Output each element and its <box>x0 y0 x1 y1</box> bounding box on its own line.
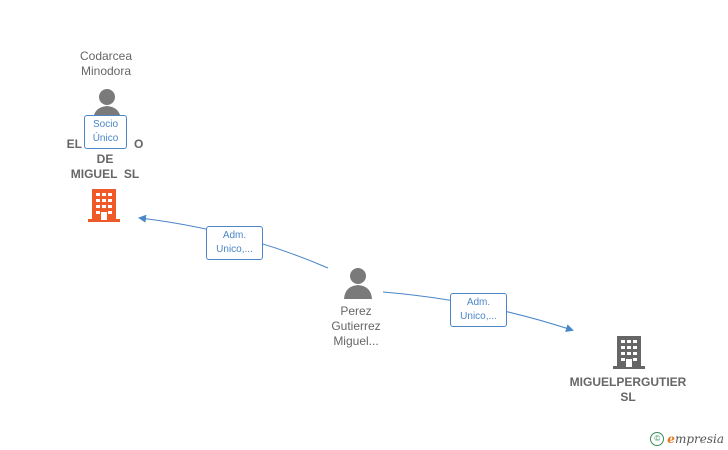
company-name-line3: MIGUEL SL <box>70 167 140 181</box>
edge-label-line1: Adm. <box>222 230 247 241</box>
edge-label-line2: Único <box>92 133 119 144</box>
building-icon[interactable] <box>613 335 645 369</box>
person-name-line3: Miguel... <box>333 334 379 348</box>
edge-label-socio-unico[interactable]: Socio Único <box>84 115 127 149</box>
person-name-line2: Minodora <box>80 64 132 78</box>
company-label-miguelpergutier: MIGUELPERGUTIER SL <box>558 375 698 405</box>
brand-watermark: © empresia <box>650 432 724 446</box>
person-name-line1: Codarcea <box>79 49 133 63</box>
person-label-codarcea: Codarcea Minodora <box>56 49 156 79</box>
edge-label-line2: Unico,... <box>216 244 253 255</box>
edge-label-adm-right[interactable]: Adm. Unico,... <box>450 293 507 327</box>
brand-logo: empresia <box>667 432 724 446</box>
edge-label-adm-left[interactable]: Adm. Unico,... <box>206 226 263 260</box>
company-name-line2: SL <box>620 390 636 404</box>
edge-label-line2: Unico,... <box>460 311 497 322</box>
building-icon-highlighted[interactable] <box>88 188 120 222</box>
copyright-icon: © <box>650 432 665 446</box>
person-name-line1: Perez <box>340 304 372 318</box>
company-name-line2: DE <box>96 152 114 166</box>
person-label-perez: Perez Gutierrez Miguel... <box>306 304 406 349</box>
person-icon[interactable] <box>343 267 373 299</box>
edge-label-line1: Adm. <box>466 297 491 308</box>
edge-label-line1: Socio <box>92 119 118 130</box>
person-name-line2: Gutierrez <box>331 319 381 333</box>
company-name-line1: MIGUELPERGUTIER <box>569 375 687 389</box>
